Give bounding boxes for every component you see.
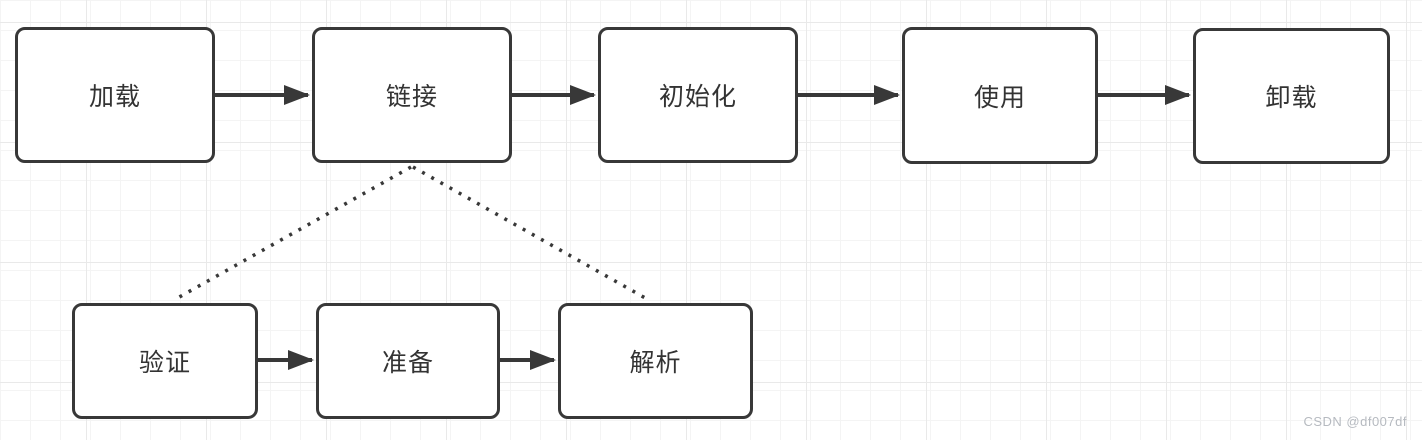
edge-link-verify-dotted [173,165,412,302]
node-verify: 验证 [72,303,258,419]
node-verify-label: 验证 [138,349,191,377]
node-initialize: 初始化 [598,27,798,163]
node-prepare: 准备 [316,303,500,419]
node-resolve-label: 解析 [629,349,682,377]
node-link-label: 链接 [385,83,438,111]
csdn-watermark: CSDN @df007df [1303,414,1407,429]
node-use: 使用 [902,27,1098,164]
node-prepare-label: 准备 [381,349,434,377]
node-initialize-label: 初始化 [658,83,737,111]
node-resolve: 解析 [558,303,753,419]
node-load-label: 加载 [88,83,141,111]
node-unload-label: 卸载 [1265,84,1318,112]
node-load: 加载 [15,27,215,163]
edge-link-resolve-dotted [412,165,648,301]
node-unload: 卸载 [1193,28,1390,164]
node-use-label: 使用 [973,83,1026,112]
node-link: 链接 [312,27,512,163]
